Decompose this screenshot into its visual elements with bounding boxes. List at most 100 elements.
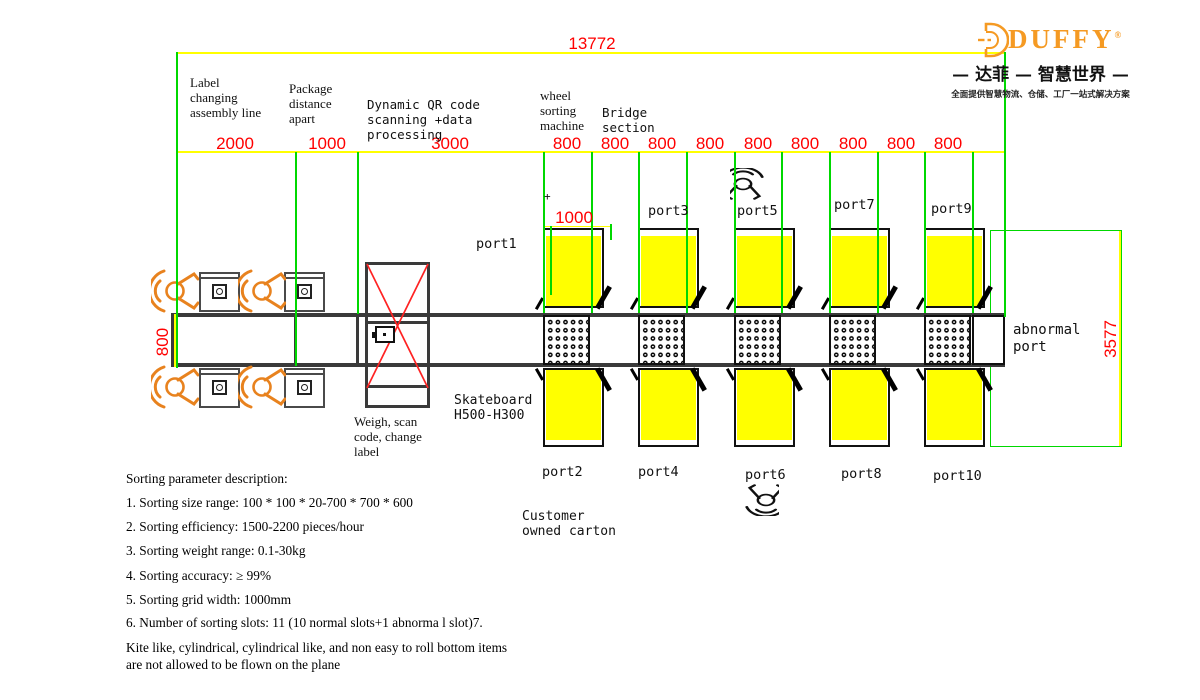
scanner-icon — [212, 284, 227, 299]
port-label-5: port5 — [737, 203, 778, 219]
chute-port6 — [734, 368, 795, 447]
dim-seg-800: 800 — [838, 134, 868, 153]
scanner-icon — [297, 380, 312, 395]
port-label-10: port10 — [933, 468, 982, 484]
label-dynamic-qr: Dynamic QR code scanning +data processin… — [367, 97, 480, 142]
dim-seg-800: 800 — [790, 134, 820, 153]
label-bridge-section: Bridge section — [602, 105, 655, 135]
chute-port3 — [638, 228, 699, 308]
label-package-distance: Package distance apart — [289, 81, 333, 126]
dimension-line-chute — [545, 226, 612, 228]
dim-seg-3000: 3000 — [431, 134, 469, 153]
chute-fill — [546, 236, 601, 306]
port-label-4: port4 — [638, 464, 679, 480]
chute-port8 — [829, 368, 890, 447]
chute-port9 — [924, 228, 985, 308]
port-label-9: port9 — [931, 201, 972, 217]
operator-top-view-icon — [151, 269, 199, 313]
chute-fill — [737, 370, 792, 440]
extension-line — [357, 152, 359, 314]
label-customer-carton: Customer owned carton — [522, 509, 616, 540]
brand-text: DUFFY — [1008, 24, 1115, 54]
chute-fill — [546, 370, 601, 440]
duffy-d-icon — [978, 22, 1009, 58]
extension-line — [1004, 52, 1006, 317]
scanner-lens — [301, 384, 308, 391]
chute-port4 — [638, 368, 699, 447]
wheel-sorter-module — [829, 315, 876, 365]
extension-line — [591, 152, 593, 313]
port-label-7: port7 — [834, 197, 875, 213]
workstation-edge — [201, 274, 238, 279]
scanner-icon — [297, 284, 312, 299]
dim-seg-800: 800 — [600, 134, 630, 153]
operator-top-view-icon — [151, 365, 199, 409]
extension-line — [829, 152, 831, 313]
dim-seg-800: 800 — [886, 134, 916, 153]
label-abnormal-port: abnormal port — [1013, 322, 1081, 355]
port-label-2: port2 — [542, 464, 583, 480]
chute-fill — [927, 236, 982, 306]
weigh-scan-station-frame — [365, 262, 430, 408]
dimension-line-left — [174, 314, 176, 367]
chute-port10 — [924, 368, 985, 447]
scan-camera-icon — [372, 326, 395, 343]
port-label-8: port8 — [841, 466, 882, 482]
labeling-workstation — [284, 272, 325, 312]
camera-lens — [383, 333, 386, 336]
port-label-3: port3 — [648, 203, 689, 219]
brand-tagline: 全面提供智慧物流、仓储、工厂一站式解决方案 — [951, 90, 1130, 100]
extension-line — [734, 152, 736, 313]
dimension-line-right — [1119, 231, 1121, 446]
extension-line — [972, 152, 974, 313]
params-item: 3. Sorting weight range: 0.1-30kg — [126, 543, 306, 558]
scanner-lens — [216, 288, 223, 295]
params-item: 4. Sorting accuracy: ≥ 99% — [126, 568, 272, 583]
dim-right-height: 3577 — [1101, 320, 1120, 358]
operator-top-view-icon — [730, 168, 764, 200]
brand-name: DUFFY® — [1008, 24, 1124, 55]
extension-line — [781, 152, 783, 313]
label-changing-assembly-line: Label changing assembly line — [190, 75, 262, 120]
extension-line — [924, 152, 926, 313]
port-label-6: port6 — [745, 467, 786, 483]
chute-port2 — [543, 368, 604, 447]
params-note: Kite like, cylindrical, cylindrical like… — [126, 640, 508, 672]
wheel-sorter-module — [638, 315, 685, 365]
dim-seg-800: 800 — [695, 134, 725, 153]
dim-total: 13772 — [568, 34, 616, 53]
labeling-workstation — [199, 272, 240, 312]
abnormal-port-box — [972, 315, 1005, 365]
registered-mark: ® — [1114, 30, 1125, 40]
dim-chute-width: 1000 — [555, 208, 593, 227]
extension-line — [176, 52, 178, 368]
chute-fill — [641, 370, 696, 440]
scanner-lens — [216, 384, 223, 391]
label-weigh-scan: Weigh, scan code, change label — [354, 414, 422, 459]
wheel-sorter-module — [924, 315, 971, 365]
extension-line — [610, 224, 612, 240]
extension-line — [543, 152, 545, 313]
chute-fill — [832, 236, 887, 306]
extension-line — [638, 152, 640, 313]
chute-port1 — [543, 228, 604, 308]
labeling-workstation — [284, 368, 325, 408]
chute-fill — [737, 236, 792, 306]
dim-line-width: 800 — [153, 327, 172, 357]
conveyor-left-cap — [171, 313, 175, 367]
dim-seg-800: 800 — [933, 134, 963, 153]
chute-fill — [832, 370, 887, 440]
extension-line — [295, 152, 297, 366]
operator-top-view-icon — [238, 365, 286, 409]
dim-seg-800: 800 — [552, 134, 582, 153]
extension-line — [550, 226, 552, 295]
dimension-line-row — [178, 151, 1004, 153]
brand-chinese-line: — 达菲 — 智慧世界 — — [952, 65, 1129, 85]
params-title: Sorting parameter description: — [126, 471, 288, 486]
wheel-sorter-module — [543, 315, 590, 365]
extension-line — [686, 152, 688, 313]
params-item: 1. Sorting size range: 100 * 100 * 20-70… — [126, 495, 413, 510]
workstation-edge — [286, 370, 323, 375]
chute-port5 — [734, 228, 795, 308]
